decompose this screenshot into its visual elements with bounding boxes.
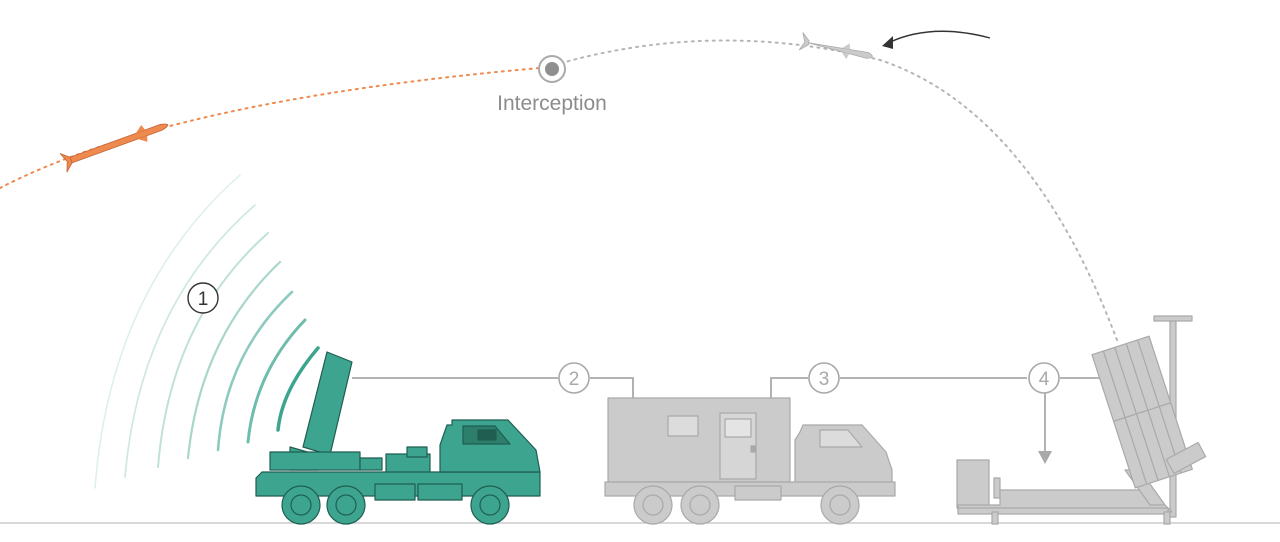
hostile-rocket-icon [59,123,169,173]
interception-label: Interception [497,92,607,115]
arrow-head-4 [1038,451,1052,464]
step-4-badge: 4 [1028,362,1060,394]
control-center-truck-icon [604,397,896,525]
interceptor-missile-icon [798,32,873,60]
direction-arrow [882,30,991,49]
step-2-badge: 2 [558,362,590,394]
missile-launcher-icon [956,315,1207,525]
step-1-number: 1 [198,289,209,310]
step-3-number: 3 [819,369,830,390]
interception-point-icon [538,55,566,83]
step-3-badge: 3 [808,362,840,394]
interceptor-trajectory [564,39,1118,341]
radar-waves [94,174,320,489]
radar-truck-icon [255,351,541,525]
step-4-number: 4 [1039,369,1050,390]
step-1-badge: 1 [187,282,219,314]
step-2-number: 2 [569,369,580,390]
hostile-trajectory [0,67,541,189]
